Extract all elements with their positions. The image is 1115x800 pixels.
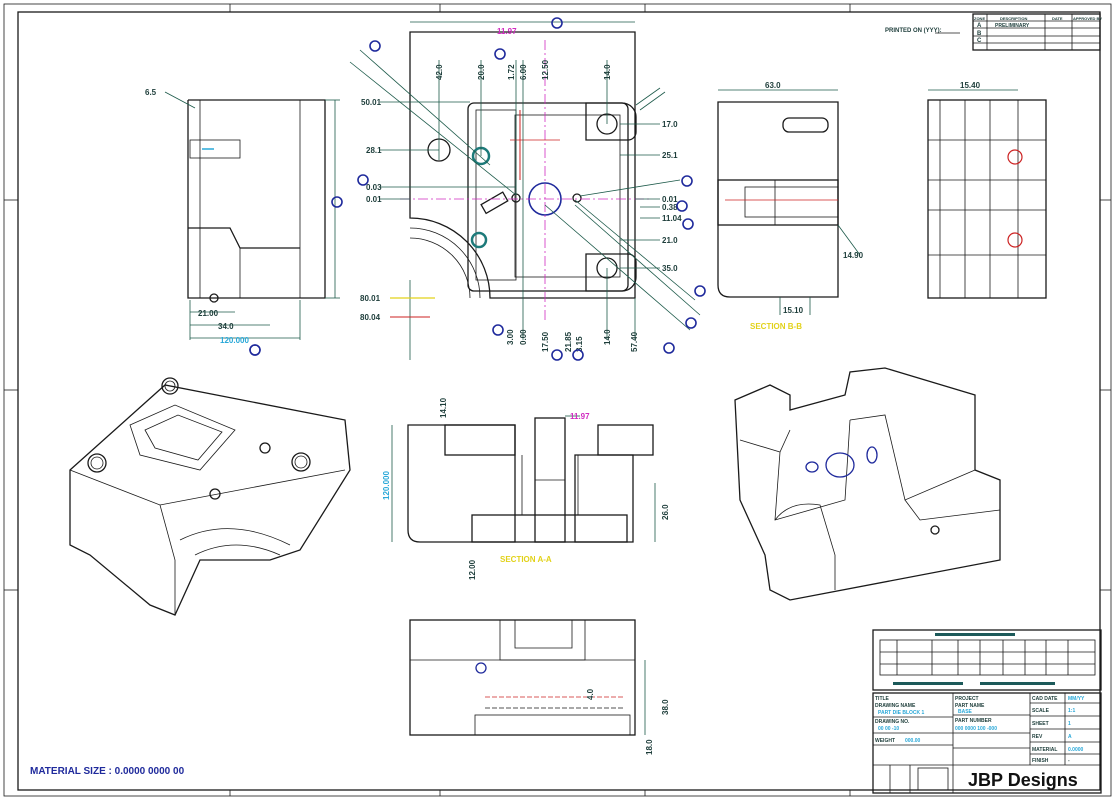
dim-top-width: 11.97 xyxy=(497,27,517,36)
dim-bot-0: 3.00 xyxy=(506,329,515,345)
rev-header-zone: ZONE xyxy=(974,16,985,21)
tb-value-sheet: 1 xyxy=(1068,721,1071,727)
tb-label-finish: FINISH xyxy=(1032,758,1049,764)
dim-top-left-2: 0.03 xyxy=(366,183,382,192)
dim-top-right-0: 17.0 xyxy=(662,120,678,129)
dim-side-0: 6.5 xyxy=(145,88,157,97)
dim-top-right-4: 11.04 xyxy=(662,214,682,223)
dim-sb-2: 14.90 xyxy=(843,251,864,260)
dim-bot-3: 21.85 xyxy=(564,331,573,352)
dim-sb-3: 15.10 xyxy=(783,306,804,315)
printed-note: PRINTED ON (YYY): xyxy=(885,28,942,34)
dim-top-left-4: 80.01 xyxy=(360,294,381,303)
tb-value-part-name: BASE xyxy=(958,709,973,715)
dim-bv-1: 38.0 xyxy=(661,699,670,715)
side-view: 6.5 21.00 34.0 120.000 xyxy=(145,88,340,356)
balloon-group xyxy=(331,17,706,361)
material-size-note: MATERIAL SIZE : 0.0000 0000 00 xyxy=(30,766,185,777)
tb-label-sheet: SHEET xyxy=(1032,721,1049,727)
title-block: TITLE DRAWING NAME PART DIE BLOCK 1 DRAW… xyxy=(872,629,1102,794)
dim-bot-5: 14.0 xyxy=(603,329,612,345)
dim-bot-6: 57.40 xyxy=(630,331,639,352)
dim-sa-2: 120.000 xyxy=(382,471,391,500)
dim-top-5: 14.0 xyxy=(603,64,612,80)
tb-value-finish: - xyxy=(1068,758,1070,764)
dim-top-left-3: 0.01 xyxy=(366,195,382,204)
drawing-frame xyxy=(3,3,1112,797)
dim-top-2: 1.72 xyxy=(507,64,516,80)
tb-value-material: 0.0000 xyxy=(1068,747,1084,753)
top-view: 11.97 50.01 28.1 0.03 0.01 80.01 80.04 1… xyxy=(331,17,706,361)
tb-label-material: MATERIAL xyxy=(1032,747,1057,753)
tb-value-part-number: 000 0000 100 -000 xyxy=(955,726,997,732)
rev-header-date: DATE xyxy=(1052,16,1063,21)
tb-label-part-number: PART NUMBER xyxy=(955,718,992,724)
dim-bv-2: 18.0 xyxy=(645,739,654,755)
dim-top-left-5: 80.04 xyxy=(360,313,381,322)
tb-label-cad-date: CAD DATE xyxy=(1032,696,1058,702)
dim-top-left-0: 50.01 xyxy=(361,98,382,107)
dim-sa-4: 12.00 xyxy=(468,559,477,580)
rev-desc-a: PRELIMINARY xyxy=(995,23,1030,29)
dim-top-left-1: 28.1 xyxy=(366,146,382,155)
tb-label-drawing-name: DRAWING NAME xyxy=(875,703,916,709)
top-dims-vertical: 42.0 20.0 1.72 6.00 12.50 14.0 3.00 0.00… xyxy=(435,59,639,352)
tb-label-scale: SCALE xyxy=(1032,708,1050,714)
dim-sa-0: 14.10 xyxy=(439,397,448,418)
tb-label-weight: WEIGHT xyxy=(875,738,895,744)
isometric-view-right xyxy=(734,367,1001,601)
dim-top-0: 42.0 xyxy=(435,64,444,80)
dim-top-right-5: 21.0 xyxy=(662,236,678,245)
dim-side-3: 120.000 xyxy=(220,336,249,345)
tb-label-project: PROJECT xyxy=(955,696,979,702)
tb-value-rev: A xyxy=(1068,734,1072,740)
bottom-view: 4.0 38.0 18.0 xyxy=(409,619,670,755)
dim-right-view: 15.40 xyxy=(960,81,981,90)
section-a-label: SECTION A-A xyxy=(500,555,552,564)
rev-zone-b: B xyxy=(977,31,982,37)
tb-label-title: TITLE xyxy=(875,696,890,702)
section-b-label: SECTION B-B xyxy=(750,322,802,331)
isometric-view-left xyxy=(69,377,351,616)
dim-top-right-2: 0.01 xyxy=(662,195,678,204)
dim-bot-1: 0.00 xyxy=(519,329,528,345)
section-b-b-view: 63.0 14.90 15.10 SECTION B-B xyxy=(717,81,864,331)
dim-top-right-6: 35.0 xyxy=(662,264,678,273)
dim-bot-2: 17.50 xyxy=(541,331,550,352)
dim-side-2: 34.0 xyxy=(218,322,234,331)
tb-label-drawing-no: DRAWING NO. xyxy=(875,719,910,725)
dim-bv-0: 4.0 xyxy=(586,688,595,700)
dim-top-4: 12.50 xyxy=(541,59,550,80)
dim-sa-1: 11.97 xyxy=(570,412,590,421)
dim-top-3: 6.00 xyxy=(519,64,528,80)
tb-label-rev: REV xyxy=(1032,734,1043,740)
tb-value-scale: 1:1 xyxy=(1068,708,1075,714)
section-a-a-view: 120.000 14.10 11.97 26.0 12.00 SECTION A… xyxy=(382,397,670,580)
tb-value-drawing-name: PART DIE BLOCK 1 xyxy=(878,710,925,716)
dim-top-right-1: 25.1 xyxy=(662,151,678,160)
rev-header-description: DESCRIPTION xyxy=(1000,16,1027,21)
rev-header-approved: APPROVED BY xyxy=(1073,16,1102,21)
rev-zone-a: A xyxy=(977,23,982,29)
right-view: 15.40 xyxy=(927,81,1047,299)
dim-bot-4: 3.15 xyxy=(575,336,584,352)
tb-label-part-name: PART NAME xyxy=(955,703,985,709)
dim-sa-3: 26.0 xyxy=(661,504,670,520)
company-name: JBP Designs xyxy=(968,770,1078,790)
dim-top-1: 20.0 xyxy=(477,64,486,80)
tb-value-weight: 000.00 xyxy=(905,738,921,744)
rev-zone-c: C xyxy=(977,38,982,44)
dim-top-right-3: 0.38 xyxy=(662,203,678,212)
dim-side-1: 21.00 xyxy=(198,309,219,318)
tb-value-cad-date: MM/YY xyxy=(1068,696,1085,702)
revision-table: PRINTED ON (YYY): ZONE DESCRIPTION DATE … xyxy=(885,13,1102,51)
tb-value-drawing-no: 00 00 -10 xyxy=(878,726,899,732)
dim-sb-0: 63.0 xyxy=(765,81,781,90)
